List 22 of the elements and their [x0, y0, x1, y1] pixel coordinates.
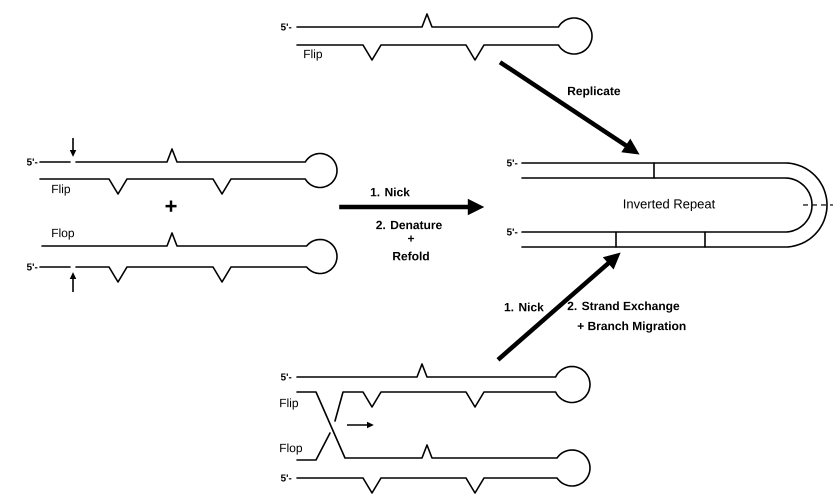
strand-end-label: 5'- — [26, 158, 38, 166]
step-label: + Branch Migration — [578, 321, 686, 333]
edge-label: 1. Nick — [369, 186, 411, 198]
edge-label: Replicate — [566, 85, 622, 99]
structure-label: Inverted Repeat — [624, 198, 716, 212]
strand-end-label: 5'- — [506, 228, 518, 236]
strand-end-label: 5'- — [280, 24, 292, 30]
strand-label: Flip — [52, 184, 70, 196]
step-label: 2. Denature — [376, 220, 442, 230]
plus-sign: + — [166, 200, 177, 212]
strand-label: Flop — [280, 443, 302, 455]
strand-end-label: 5'- — [506, 160, 518, 166]
strand-label: Flop — [52, 228, 74, 240]
strand-end-label: 5'- — [280, 374, 292, 380]
strand-label: Flip — [280, 398, 298, 410]
edge-label: 1. Nick — [503, 302, 545, 312]
step-label: Refold — [393, 252, 429, 260]
strand-label: Flip — [304, 49, 322, 61]
step-label: 2. Strand Exchange — [568, 301, 680, 313]
step-label: + — [408, 235, 414, 242]
strand-end-label: 5'- — [280, 474, 292, 482]
strand-end-label: 5'- — [26, 264, 38, 270]
